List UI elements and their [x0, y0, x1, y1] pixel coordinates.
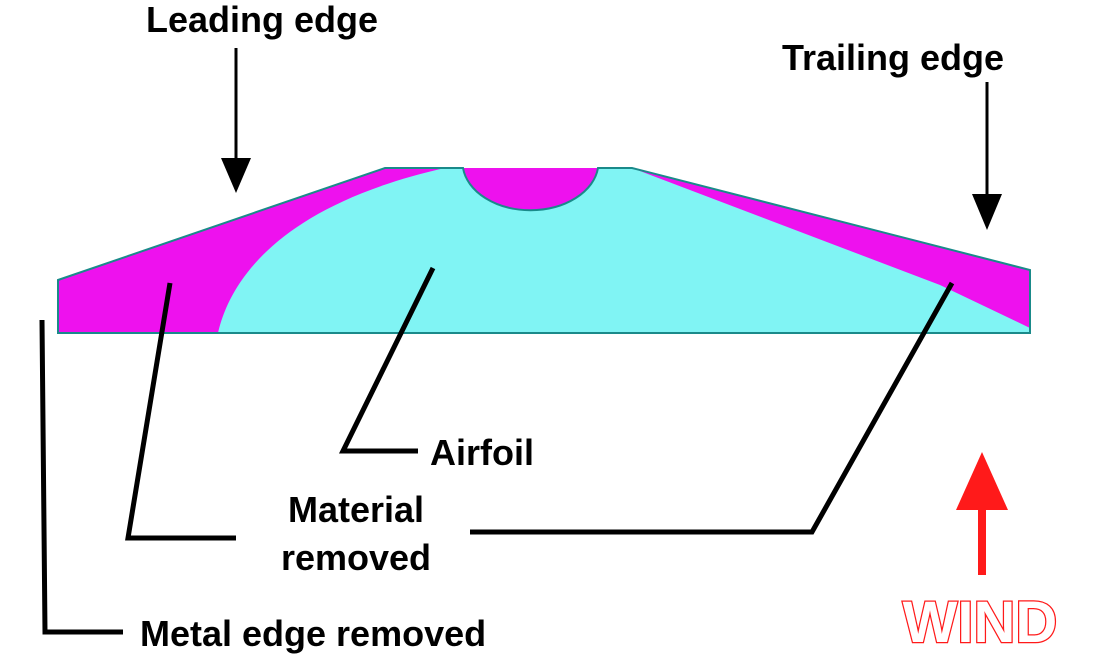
leading-edge-arrow — [221, 48, 251, 193]
blade-outline — [57, 167, 1031, 334]
trailing-edge-label: Trailing edge — [782, 37, 1004, 78]
wind-arrow — [956, 452, 1008, 575]
material-removed-left-leader-line — [125, 282, 236, 541]
leading-edge-label: Leading edge — [146, 0, 378, 40]
metal-edge-removed-label: Metal edge removed — [140, 613, 486, 654]
airfoil-leader-line — [338, 266, 436, 454]
material-removed-label-line1: Material — [288, 489, 424, 530]
material-removed-right-leader-line — [470, 281, 955, 535]
material-removed-label-line2: removed — [281, 537, 431, 578]
trailing-edge-arrow — [972, 82, 1002, 230]
metal-edge-leader-line — [39, 319, 123, 635]
airfoil-label: Airfoil — [430, 432, 534, 473]
wind-label: WIND — [903, 590, 1058, 655]
